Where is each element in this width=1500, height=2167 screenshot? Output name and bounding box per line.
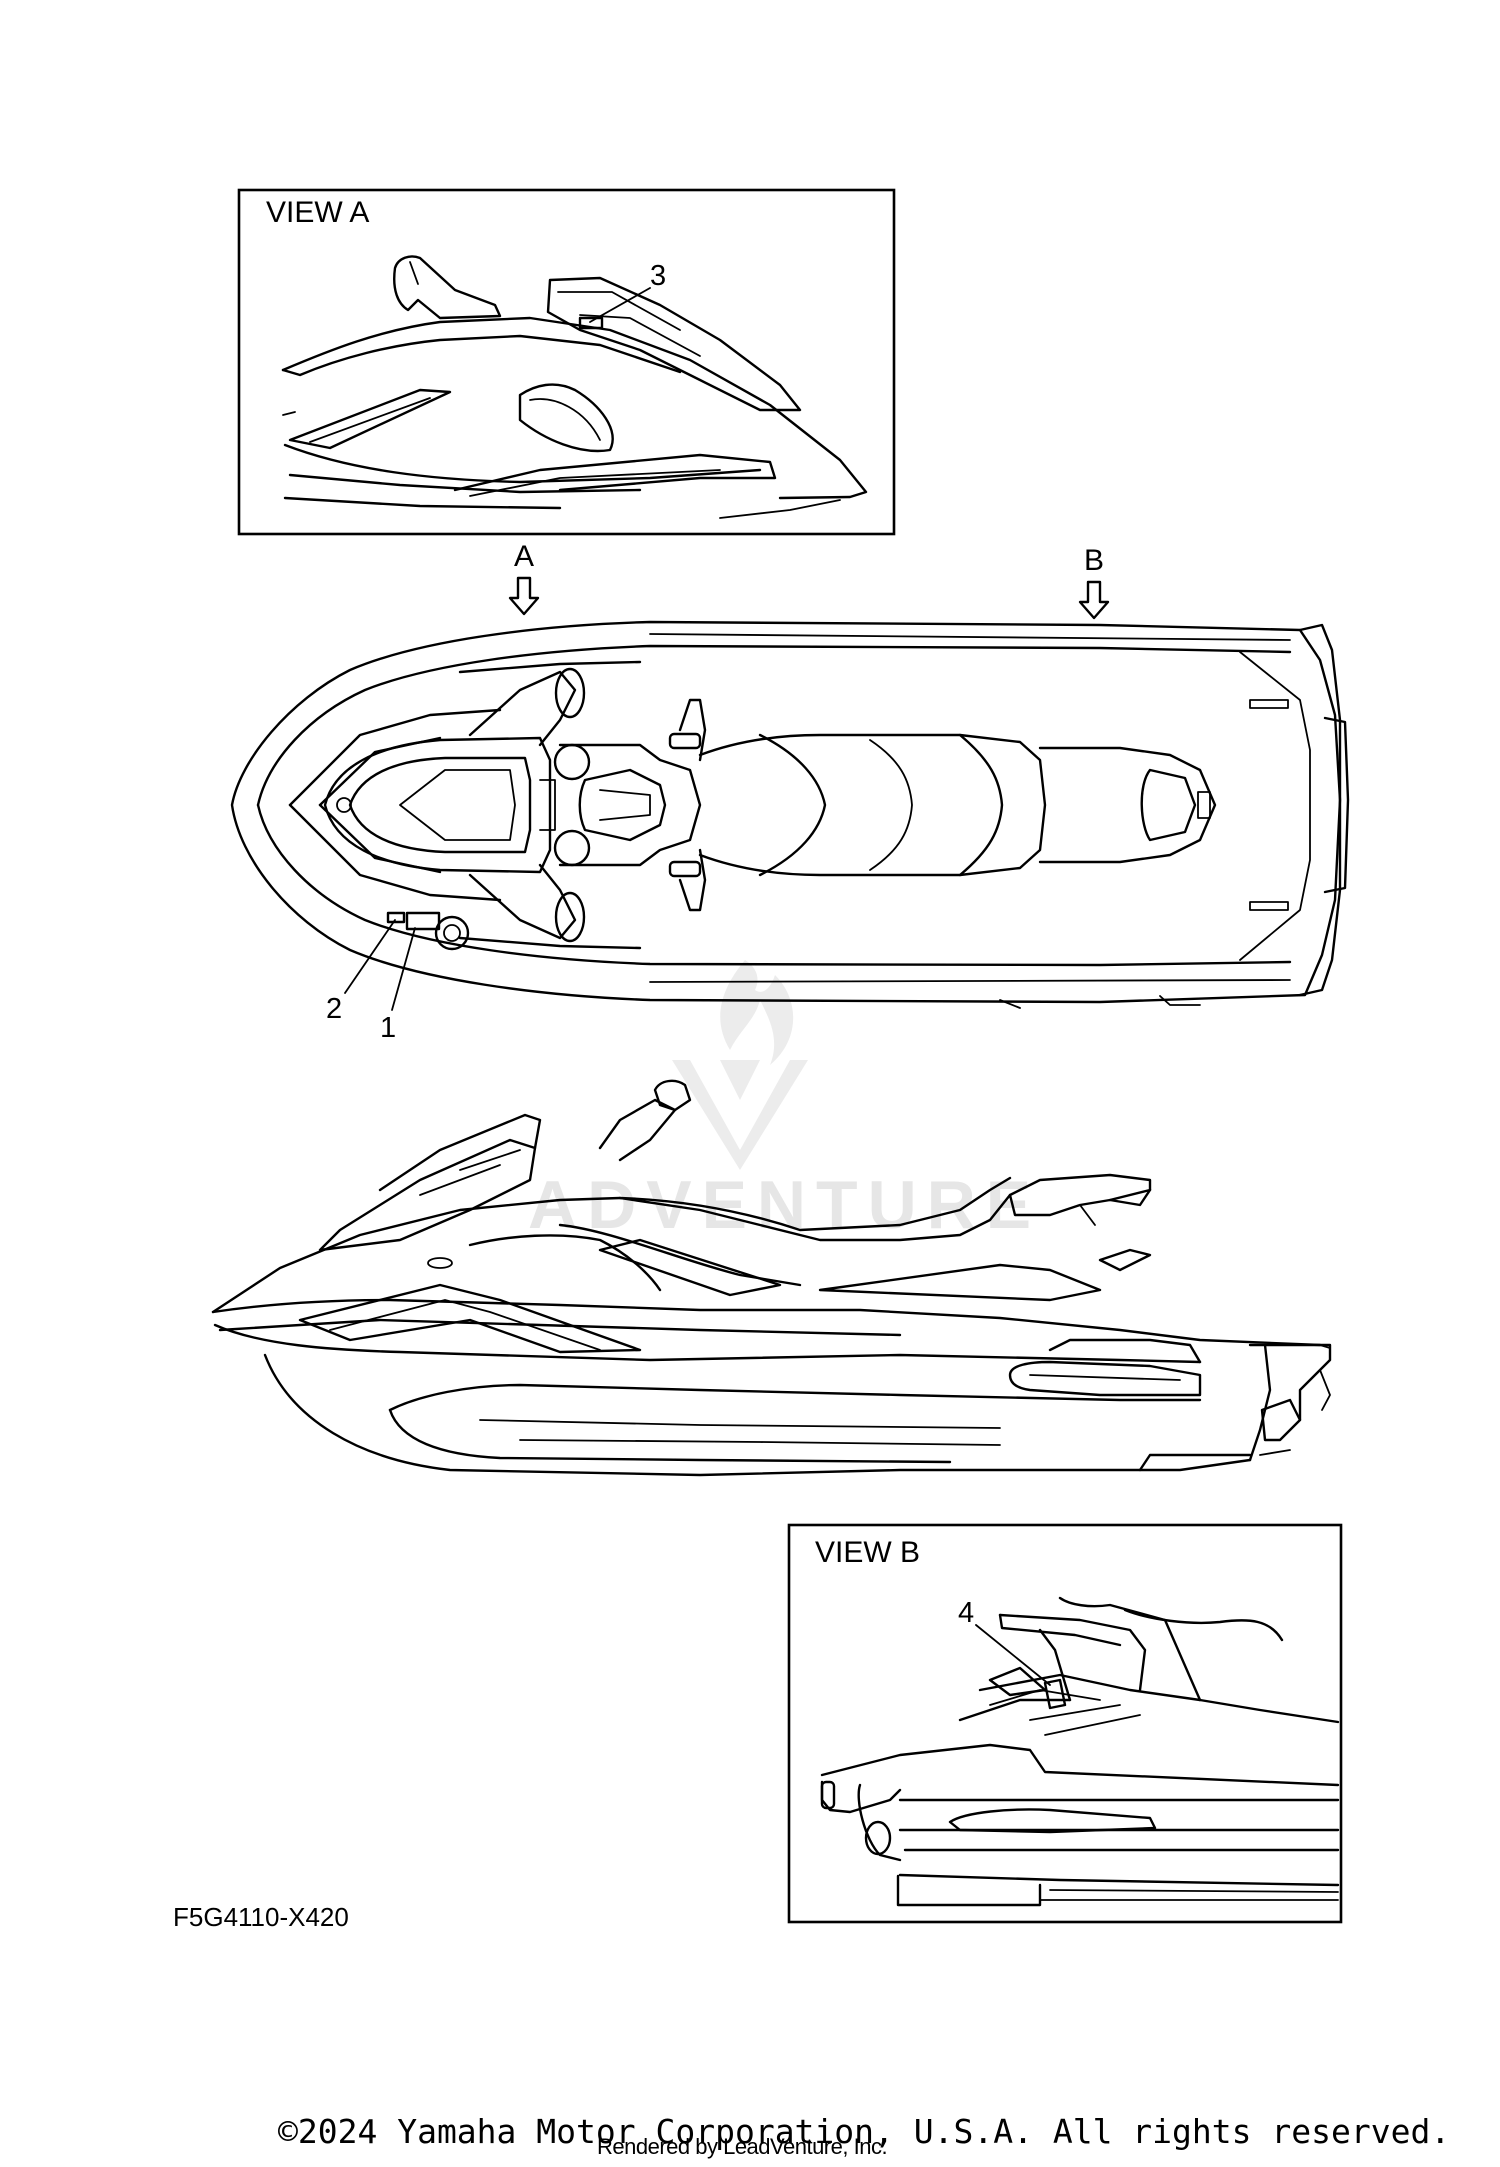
callout-1: 1	[380, 1012, 396, 1044]
arrow-b-label: B	[1084, 544, 1104, 577]
callout-4-leader	[975, 1624, 1051, 1686]
view-b-box: VIEW B	[787, 1523, 1343, 1924]
figure-code: F5G4110-X420	[173, 1902, 349, 1932]
callout-2: 2	[326, 993, 342, 1025]
view-arrow-a: A	[508, 540, 540, 616]
view-a-illustration	[281, 255, 868, 519]
copyright-notice: ©2024 Yamaha Motor Corporation, U.S.A. A…	[278, 2112, 1451, 2151]
view-a-frame	[237, 188, 896, 536]
arrow-a-label: A	[514, 540, 534, 573]
label-3-sticker	[578, 316, 604, 330]
rendered-by-note: Rendered by LeadVenture, Inc.	[597, 2134, 888, 2159]
callout-4: 4	[958, 1597, 974, 1629]
callout-3-leader	[589, 287, 651, 323]
fuel-cap	[434, 915, 470, 951]
label-2-sticker	[386, 911, 406, 924]
view-b-illustration	[820, 1596, 1340, 1907]
view-b-label: VIEW B	[815, 1536, 920, 1569]
view-a-box: VIEW A	[237, 188, 896, 536]
view-b-frame	[787, 1523, 1343, 1924]
view-a-label: VIEW A	[266, 196, 369, 229]
callout-3: 3	[650, 260, 666, 292]
top-view-illustration	[230, 620, 1350, 1009]
callout-2-leader	[344, 919, 396, 994]
callout-1-leader	[391, 927, 416, 1011]
label-1-sticker	[405, 911, 441, 931]
view-arrow-b: B	[1078, 544, 1110, 620]
label-4-sticker	[1043, 1678, 1067, 1710]
side-view-illustration	[211, 1079, 1332, 1477]
